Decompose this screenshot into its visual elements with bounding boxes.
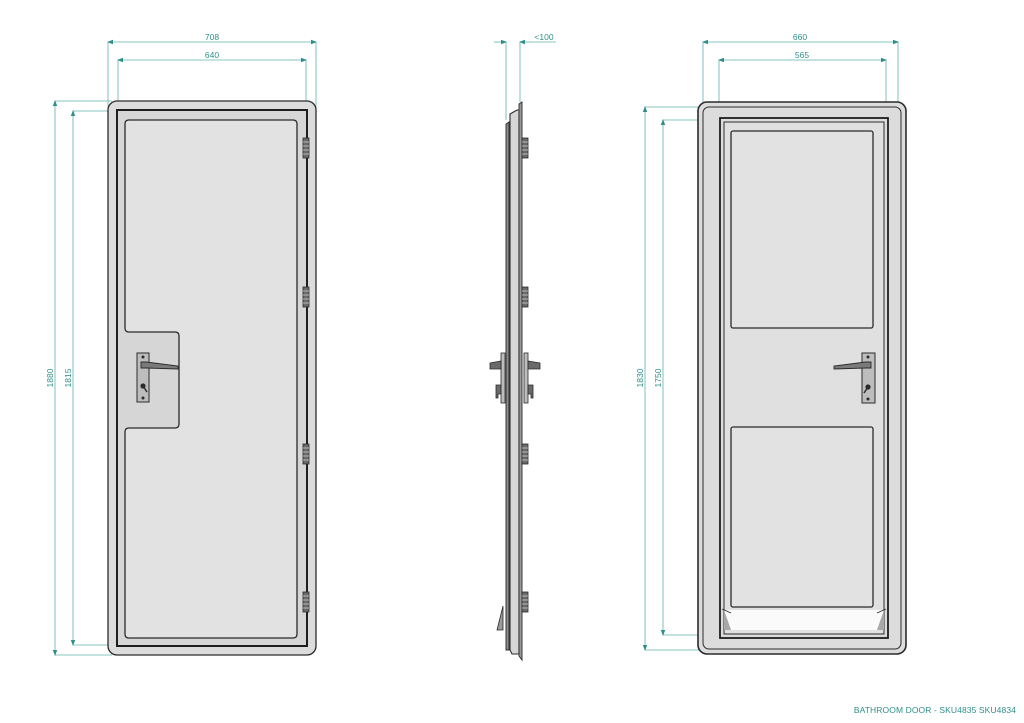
drawing-caption: BATHROOM DOOR - SKU4835 SKU4834	[853, 705, 1016, 715]
hinge-icon	[302, 591, 310, 613]
hinge-icon	[302, 443, 310, 465]
hinge-icon	[521, 591, 529, 613]
back-door-vent	[721, 608, 887, 630]
hinge-icon	[302, 137, 310, 159]
hinge-icon	[302, 286, 310, 308]
front-inner-height-label: 1815	[63, 368, 73, 387]
back-inner-height-label: 1750	[653, 368, 663, 387]
side-threshold	[496, 605, 504, 631]
back-outer-height-dimension: 1830	[635, 106, 705, 651]
side-frame-edge	[518, 101, 523, 662]
front-outer-width-label: 708	[205, 32, 219, 42]
side-handle-icon	[489, 352, 541, 404]
hinge-icon	[521, 443, 529, 465]
back-inner-width-label: 565	[795, 50, 809, 60]
back-frame-inner-line	[702, 106, 902, 650]
side-depth-label: <100	[534, 32, 553, 42]
front-outer-height-label: 1880	[45, 368, 55, 387]
back-outer-height-label: 1830	[635, 368, 645, 387]
back-view: 660 565 1830 1750	[635, 32, 907, 655]
side-frame-flange	[505, 121, 510, 651]
back-outer-width-dimension: 660	[702, 32, 899, 108]
side-door-body	[509, 109, 520, 655]
front-inner-width-label: 640	[205, 50, 219, 60]
front-door-handle-icon	[136, 352, 179, 403]
back-lower-panel	[730, 426, 874, 608]
front-inner-panel	[124, 119, 298, 639]
back-upper-panel	[730, 130, 874, 329]
front-outer-width-dimension: 708	[107, 32, 317, 108]
front-view: 708 640 1880 1815	[45, 32, 317, 656]
hinge-icon	[521, 286, 529, 308]
side-depth-dimension: <100	[494, 32, 556, 120]
back-outer-width-label: 660	[793, 32, 807, 42]
front-outer-height-dimension: 1880	[45, 100, 112, 656]
back-door-handle-icon	[833, 352, 876, 404]
side-view: <100	[489, 32, 556, 662]
hinge-icon	[521, 137, 529, 159]
